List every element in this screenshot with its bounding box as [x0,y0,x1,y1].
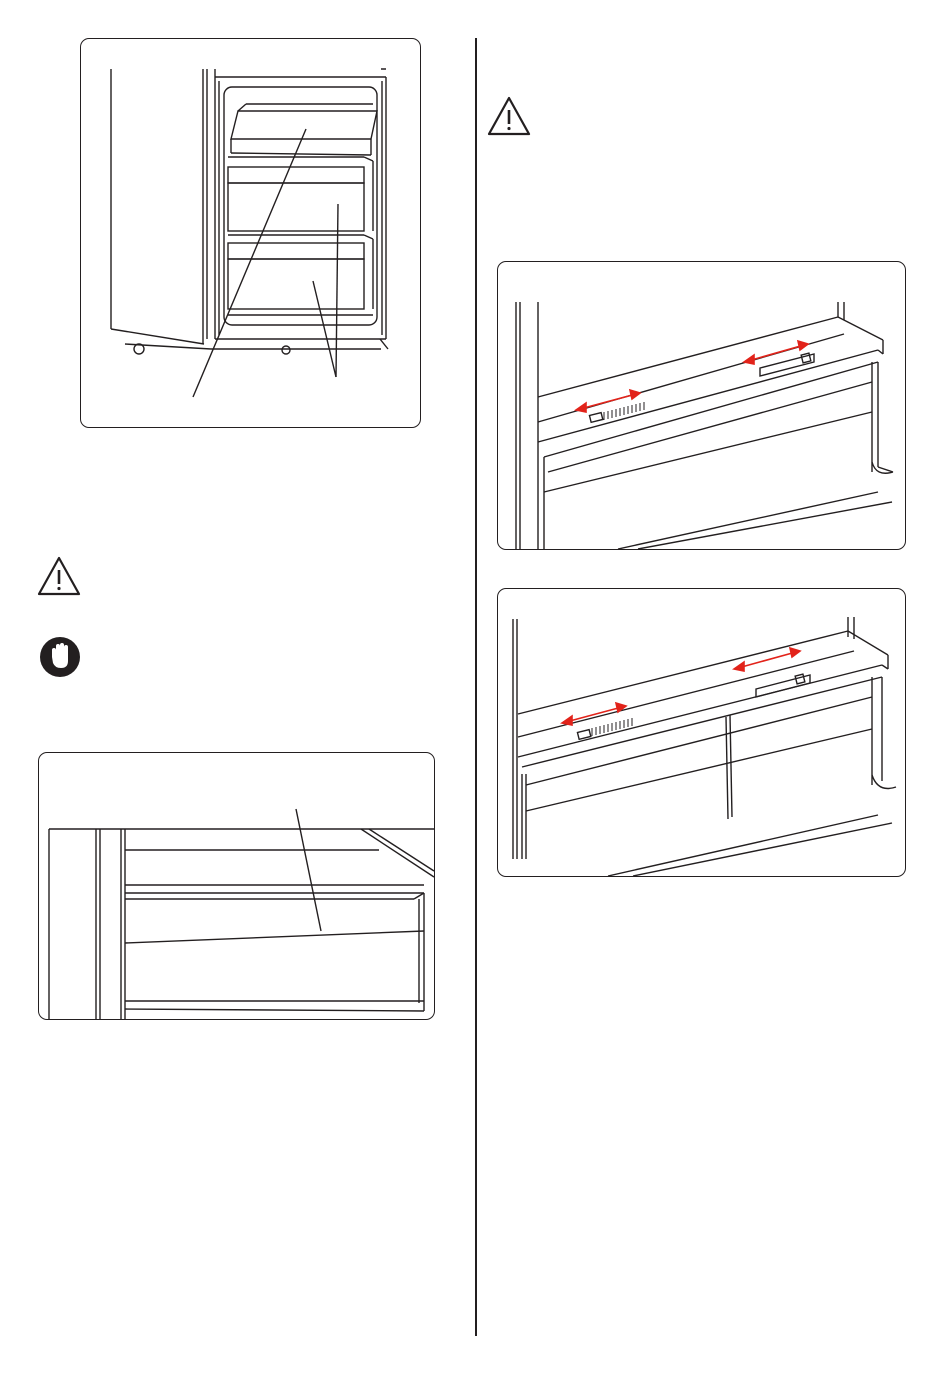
warning-triangle-icon [36,555,82,597]
freezer-open-door-illustration [81,39,420,427]
warning-triangle-icon [486,95,532,137]
figure-double-drawer-slider [497,588,906,877]
figure-single-drawer-slider [497,261,906,550]
drawer-closeup-illustration [39,753,434,1019]
figure-freezer-open [80,38,421,428]
figure-drawer-closeup [38,752,435,1020]
column-divider [475,38,477,1336]
stop-hand-icon [38,635,82,679]
double-drawer-vent-slider-illustration [498,589,905,876]
single-drawer-vent-slider-illustration [498,262,905,549]
